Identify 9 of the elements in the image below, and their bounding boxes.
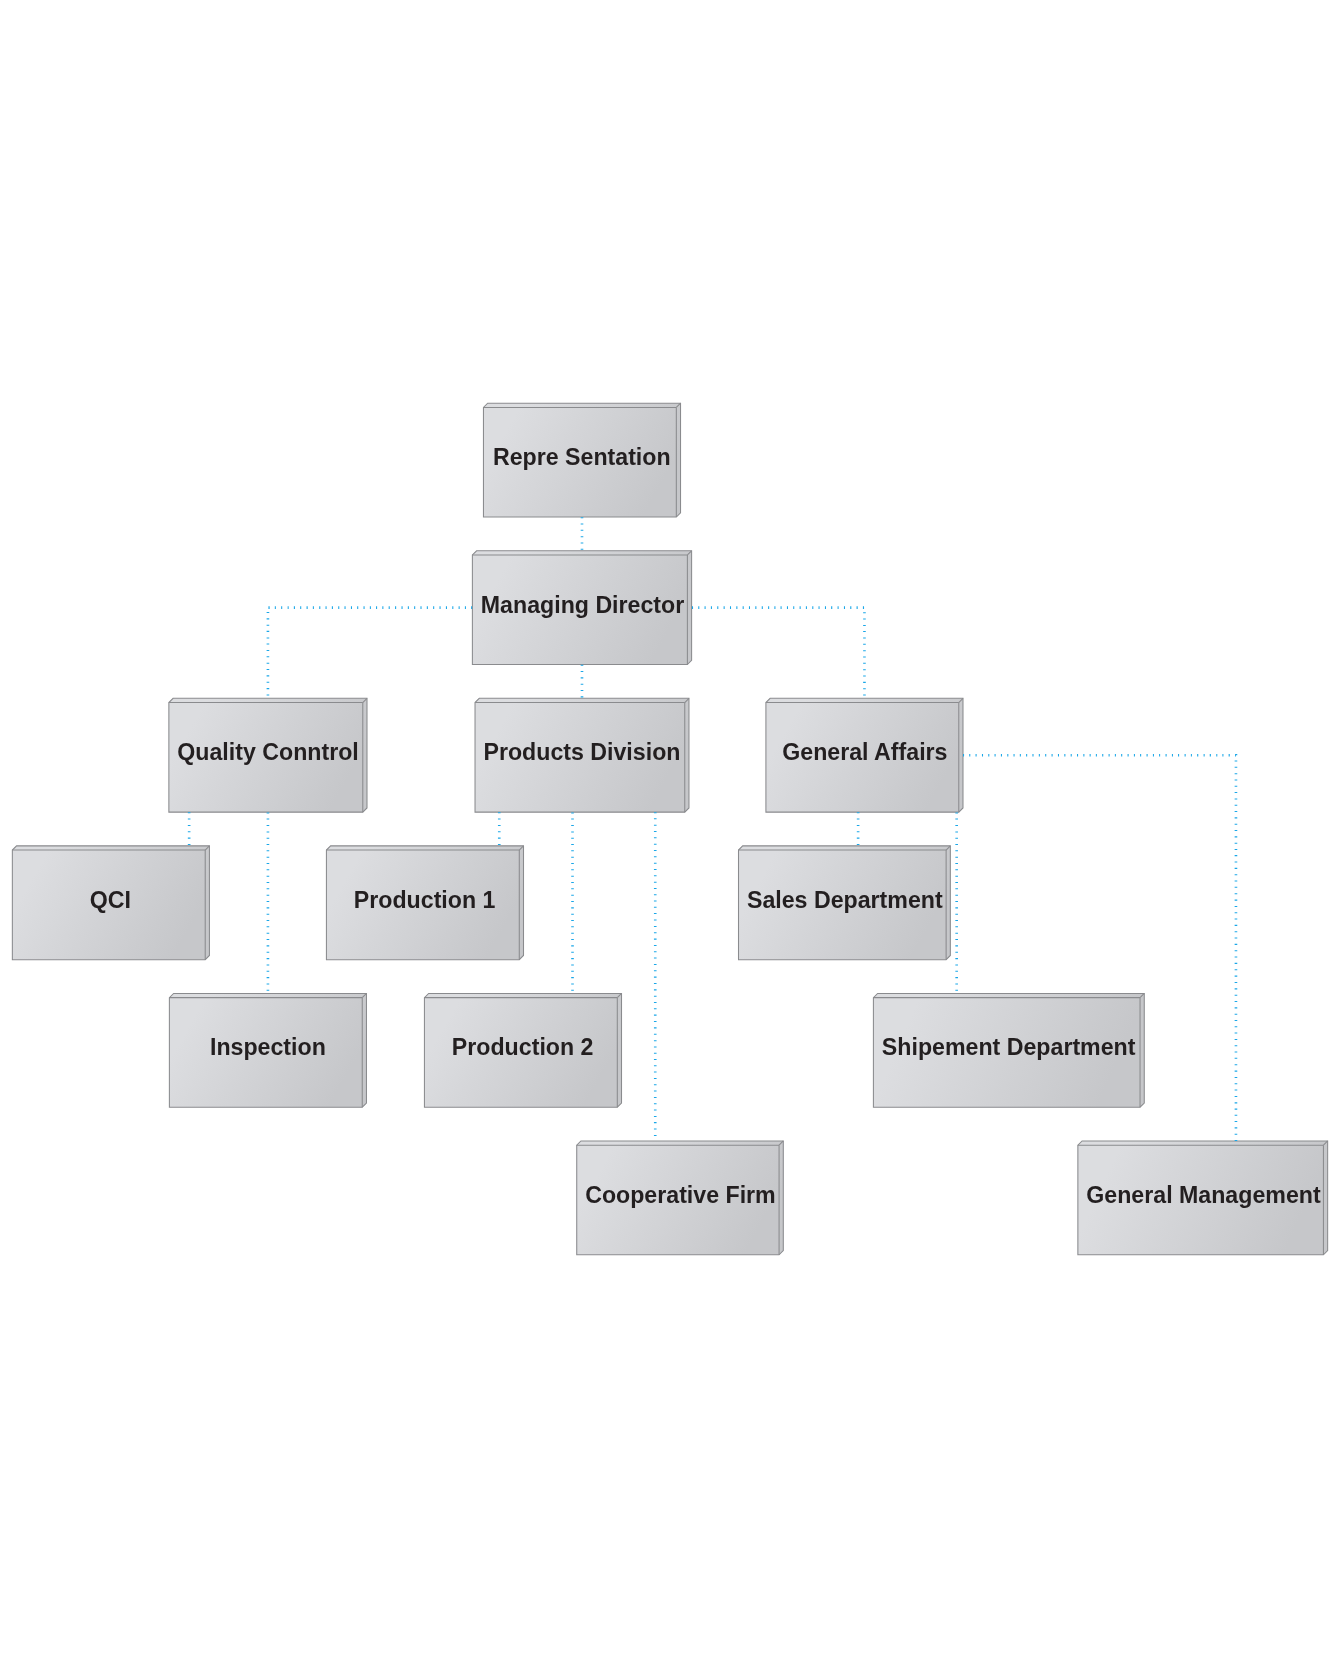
connector: [266, 812, 270, 994]
connector: [692, 606, 866, 699]
connector: [187, 812, 191, 846]
connector: [580, 517, 584, 551]
connector: [955, 812, 958, 994]
connector: [963, 753, 1238, 1141]
connector: [856, 812, 860, 846]
connector: [571, 812, 574, 994]
connector: [497, 812, 501, 846]
